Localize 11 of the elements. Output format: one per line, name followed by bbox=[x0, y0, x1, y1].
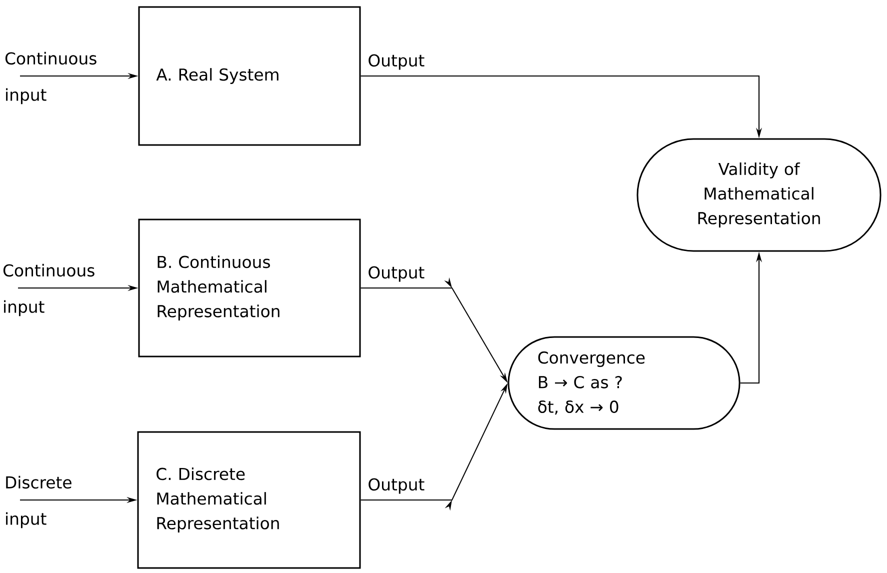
process-box: C. Discrete Mathematical Representation bbox=[137, 431, 361, 569]
edge-label: Discrete input bbox=[6, 476, 72, 528]
process-box: A. Real System bbox=[138, 6, 361, 146]
edge-label: Continuous input bbox=[3, 264, 94, 316]
process-box: B. Continuous Mathematical Representation bbox=[138, 218, 361, 358]
edge-label: Continuous input bbox=[5, 52, 96, 104]
edge-label: Output bbox=[368, 266, 424, 282]
rounded-box: Validity of Mathematical Representation bbox=[636, 138, 882, 252]
rounded-box: Convergence B → C as ? δt, δx → 0 bbox=[508, 336, 740, 430]
edge-label: Output bbox=[368, 54, 424, 70]
edge-label: Output bbox=[368, 478, 424, 494]
